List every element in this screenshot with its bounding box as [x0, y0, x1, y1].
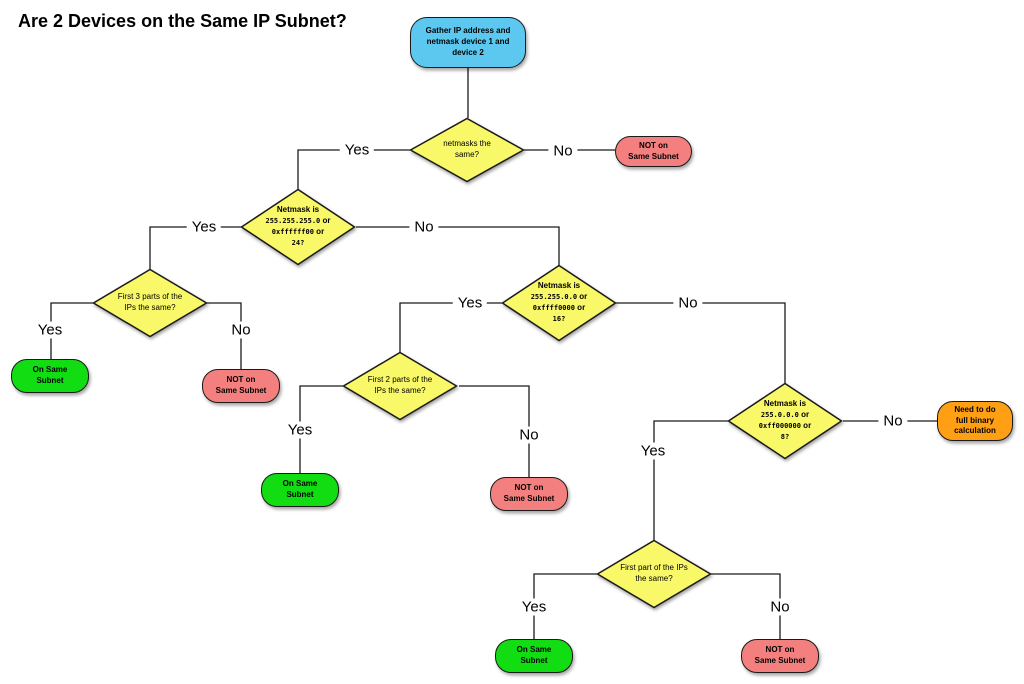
edge-netmask24-no	[356, 226, 560, 265]
edge-label-no-netmask16: No	[673, 294, 703, 312]
node-first2-same-label: First 2 parts of the IPs the same?	[367, 375, 433, 395]
edge-netmask8-yes	[653, 420, 728, 540]
node-first1-same: First part of the IPs the same?	[596, 539, 712, 609]
node-first3-same-label: First 3 parts of the IPs the same?	[117, 292, 183, 312]
node-not-subnet-4-label: NOT on Same Subnet	[754, 645, 806, 665]
diamond-shape	[409, 117, 525, 183]
node-binary-calc: Need to do full binary calculation	[937, 401, 1013, 441]
node-on-subnet-2: On Same Subnet	[261, 473, 339, 507]
node-not-subnet-4: NOT on Same Subnet	[741, 639, 819, 673]
edge-first3-no	[207, 302, 242, 370]
node-first3-same: First 3 parts of the IPs the same?	[92, 268, 208, 338]
edge-label-no-netmask24: No	[409, 218, 439, 236]
edge-first2-yes	[299, 385, 343, 474]
diamond-shape	[727, 382, 843, 460]
edge-label-yes-netmask8: Yes	[635, 442, 671, 460]
edge-first3-yes	[50, 302, 93, 360]
node-netmasks-same: netmasks the same?	[409, 117, 525, 183]
edge-first1-no	[711, 573, 781, 640]
diamond-shape	[92, 268, 208, 338]
edge-label-yes-netmask16: Yes	[452, 294, 488, 312]
node-binary-calc-label: Need to do full binary calculation	[954, 404, 996, 436]
node-not-subnet-1-label: NOT on Same Subnet	[628, 140, 679, 161]
node-start: Gather IP address and netmask device 1 a…	[410, 17, 526, 68]
edge-label-yes-first2: Yes	[282, 421, 318, 439]
edge-label-yes-netmask24: Yes	[186, 218, 222, 236]
diamond-shape	[596, 539, 712, 609]
edge-netmask16-no	[616, 302, 786, 383]
node-not-subnet-3-label: NOT on Same Subnet	[503, 483, 555, 503]
node-on-subnet-3-label: On Same Subnet	[516, 645, 552, 665]
node-not-subnet-2-label: NOT on Same Subnet	[215, 375, 267, 395]
edge-label-no-first3: No	[226, 321, 256, 339]
node-on-subnet-1: On Same Subnet	[11, 359, 89, 393]
node-first2-same: First 2 parts of the IPs the same?	[342, 351, 458, 421]
node-not-subnet-3: NOT on Same Subnet	[490, 477, 568, 511]
edge-first2-no	[459, 385, 530, 478]
page-title: Are 2 Devices on the Same IP Subnet?	[18, 11, 347, 31]
edge-first1-yes	[533, 573, 597, 640]
node-on-subnet-2-label: On Same Subnet	[282, 479, 318, 499]
diamond-shape	[342, 351, 458, 421]
node-not-subnet-1: NOT on Same Subnet	[615, 136, 692, 167]
node-start-label: Gather IP address and netmask device 1 a…	[425, 26, 511, 57]
edge-label-no-netmasks-same: No	[548, 142, 578, 160]
edge-label-no-first1: No	[765, 598, 795, 616]
diamond-shape	[501, 264, 617, 342]
diamond-shape	[240, 188, 356, 266]
node-first1-same-label: First part of the IPs the same?	[620, 563, 688, 583]
node-netmasks-same-label: netmasks the same?	[443, 139, 491, 159]
edge-label-yes-first3: Yes	[32, 321, 68, 339]
node-on-subnet-3: On Same Subnet	[495, 639, 573, 673]
edge-label-yes-netmasks-same: Yes	[339, 141, 375, 159]
edge-label-no-netmask8: No	[878, 412, 908, 430]
edge-label-no-first2: No	[514, 426, 544, 444]
edge-label-yes-first1: Yes	[516, 598, 552, 616]
node-not-subnet-2: NOT on Same Subnet	[202, 369, 280, 403]
node-on-subnet-1-label: On Same Subnet	[32, 365, 68, 385]
